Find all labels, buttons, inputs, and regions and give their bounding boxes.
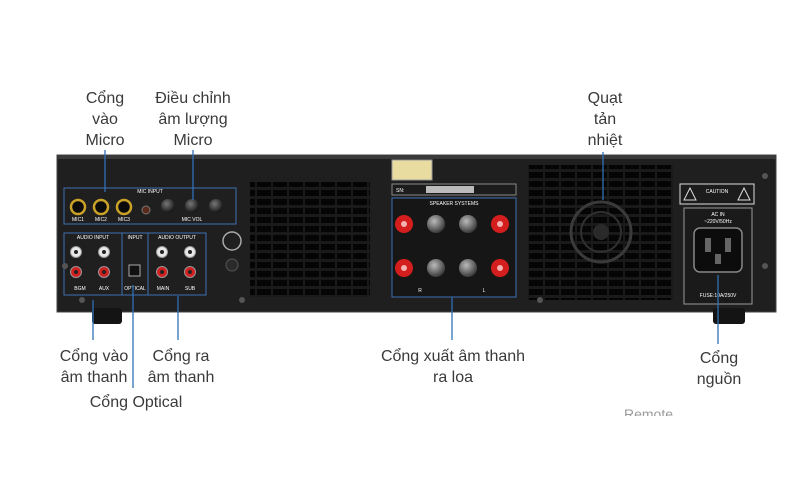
fan-icon — [569, 200, 633, 264]
leader-lines — [92, 150, 719, 388]
callout-optical: Cổng Optical — [89, 394, 183, 411]
svg-text:MIC2: MIC2 — [95, 217, 107, 223]
svg-text:~220V/50Hz: ~220V/50Hz — [704, 219, 732, 225]
svg-text:AUDIO INPUT: AUDIO INPUT — [77, 235, 109, 241]
svg-text:CAUTION: CAUTION — [706, 189, 729, 195]
svg-text:INPUT: INPUT — [128, 235, 143, 241]
svg-text:MIC3: MIC3 — [118, 217, 130, 223]
foot-left — [92, 308, 122, 324]
svg-text:SN:: SN: — [396, 188, 404, 194]
caution-plate — [679, 183, 755, 205]
mic-input-text: MIC INPUT — [137, 189, 163, 195]
chassis-top-edge — [57, 155, 776, 159]
mic-volume-knobs — [161, 199, 223, 213]
svg-text:BGM: BGM — [74, 286, 85, 292]
mic-jacks — [69, 198, 151, 216]
vent-grille-left — [250, 182, 370, 297]
rca-jacks — [70, 246, 196, 278]
svg-text:MIC1: MIC1 — [72, 217, 84, 223]
svg-text:AUX: AUX — [99, 286, 110, 292]
power-socket — [693, 227, 743, 273]
svg-text:MAIN: MAIN — [157, 286, 170, 292]
svg-text:SUB: SUB — [185, 286, 196, 292]
svg-text:AC IN: AC IN — [711, 212, 725, 218]
callout-cutoff-text: Remote — [624, 406, 674, 416]
svg-text:R: R — [418, 288, 422, 294]
top-sticker — [391, 159, 433, 181]
svg-text:SPEAKER SYSTEMS: SPEAKER SYSTEMS — [430, 201, 480, 207]
svg-text:OPTICAL: OPTICAL — [124, 286, 146, 292]
foot-right — [713, 308, 745, 324]
ccc-logo — [222, 231, 242, 251]
speaker-output-box — [391, 197, 517, 298]
svg-text:L: L — [483, 288, 486, 294]
svg-text:AUDIO OUTPUT: AUDIO OUTPUT — [158, 235, 196, 241]
svg-text:MIC VOL: MIC VOL — [182, 217, 203, 223]
mic-input-box — [63, 187, 237, 225]
speaker-binding-posts — [395, 215, 509, 277]
audio-output-box — [147, 232, 207, 296]
